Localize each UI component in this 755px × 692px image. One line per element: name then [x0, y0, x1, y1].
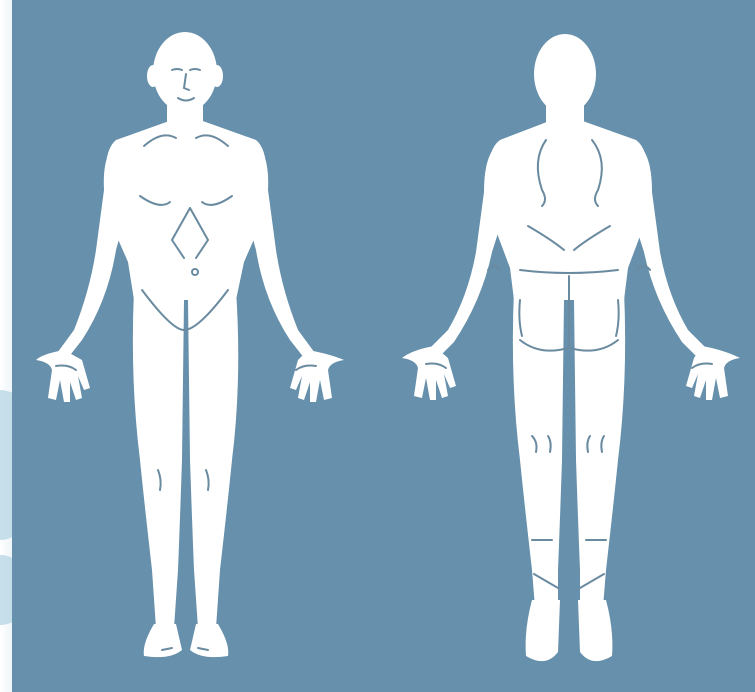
back-foot-left: [526, 600, 560, 661]
body-svg: [12, 0, 755, 692]
front-ear-left: [147, 65, 159, 87]
panel-background: [12, 0, 755, 692]
back-foot-right: [578, 600, 612, 661]
diagram-panel: [12, 0, 755, 692]
front-ear-right: [211, 65, 223, 87]
